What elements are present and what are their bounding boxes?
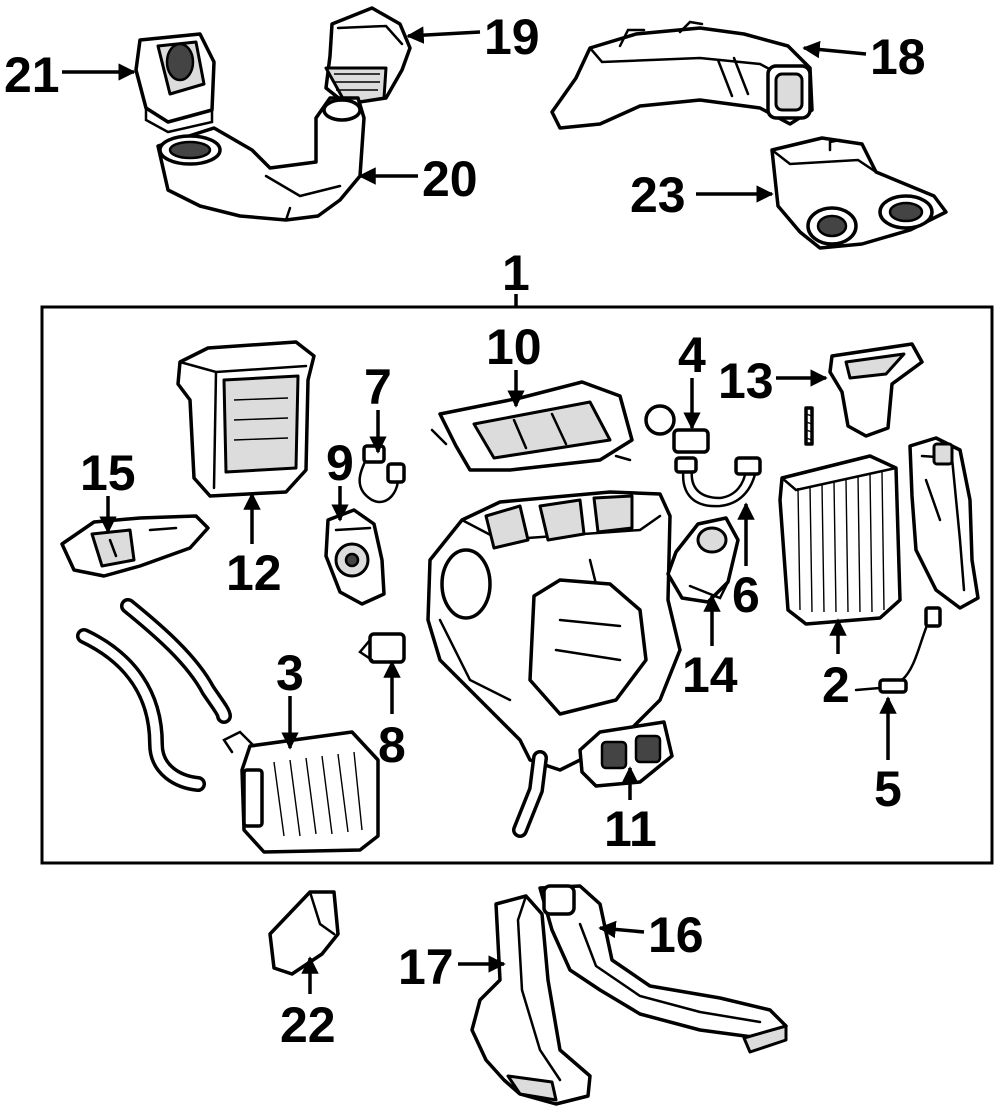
callout-16: 16 — [648, 907, 704, 963]
part-20-floor-duct — [156, 96, 366, 222]
callout-12: 12 — [226, 545, 282, 601]
callout-6: 6 — [732, 567, 760, 623]
part-10-blower-case — [430, 380, 634, 472]
callout-23: 23 — [630, 167, 686, 223]
part-15-bracket — [60, 514, 210, 578]
part-heater-hoses — [76, 598, 232, 792]
leader-lines — [62, 26, 897, 994]
callout-17: 17 — [398, 939, 454, 995]
part-18-defroster-duct — [550, 20, 814, 130]
callout-15: 15 — [80, 445, 136, 501]
part-21-vent — [134, 32, 216, 134]
callout-9: 9 — [326, 435, 354, 491]
part-evaporator-gasket — [908, 436, 980, 610]
part-22-duct — [268, 890, 340, 976]
part-6-refrigerant-tube — [674, 456, 762, 508]
callout-7: 7 — [364, 359, 392, 415]
part-3-heater-core — [222, 730, 380, 854]
part-9-actuator — [324, 508, 386, 606]
main-hvac-housing — [426, 490, 682, 772]
part-13-screw — [804, 406, 814, 446]
part-4-expansion-valve — [644, 404, 710, 454]
part-8-sensor — [358, 632, 406, 664]
callout-19: 19 — [484, 9, 540, 65]
callout-13: 13 — [718, 353, 774, 409]
callout-14: 14 — [682, 647, 738, 703]
callout-21: 21 — [4, 47, 60, 103]
part-11-outlets — [578, 720, 674, 788]
part-drain-tube — [512, 750, 548, 838]
part-14-bracket — [666, 516, 740, 604]
part-5-thermistor — [854, 606, 942, 694]
callout-5: 5 — [874, 761, 902, 817]
part-7-wire-harness — [358, 444, 406, 504]
callout-1: 1 — [502, 245, 530, 301]
callout-11: 11 — [604, 801, 657, 857]
part-2-evaporator — [778, 454, 902, 626]
callout-10: 10 — [486, 319, 542, 375]
part-13-duct — [828, 342, 924, 438]
callout-4: 4 — [678, 327, 706, 383]
callout-2: 2 — [822, 657, 850, 713]
callout-22: 22 — [280, 997, 336, 1053]
callout-labels: 21 19 18 20 23 1 10 4 13 7 9 15 12 6 14 … — [4, 9, 926, 1053]
part-12-upper-housing — [176, 340, 316, 498]
callout-3: 3 — [276, 645, 304, 701]
callout-18: 18 — [870, 29, 926, 85]
part-23-twin-vent-duct — [770, 136, 948, 250]
part-19-elbow-duct — [324, 6, 412, 106]
callout-20: 20 — [422, 151, 478, 207]
assembly-1-frame — [40, 294, 994, 865]
part-17-rear-duct — [470, 894, 592, 1106]
callout-8: 8 — [378, 717, 406, 773]
